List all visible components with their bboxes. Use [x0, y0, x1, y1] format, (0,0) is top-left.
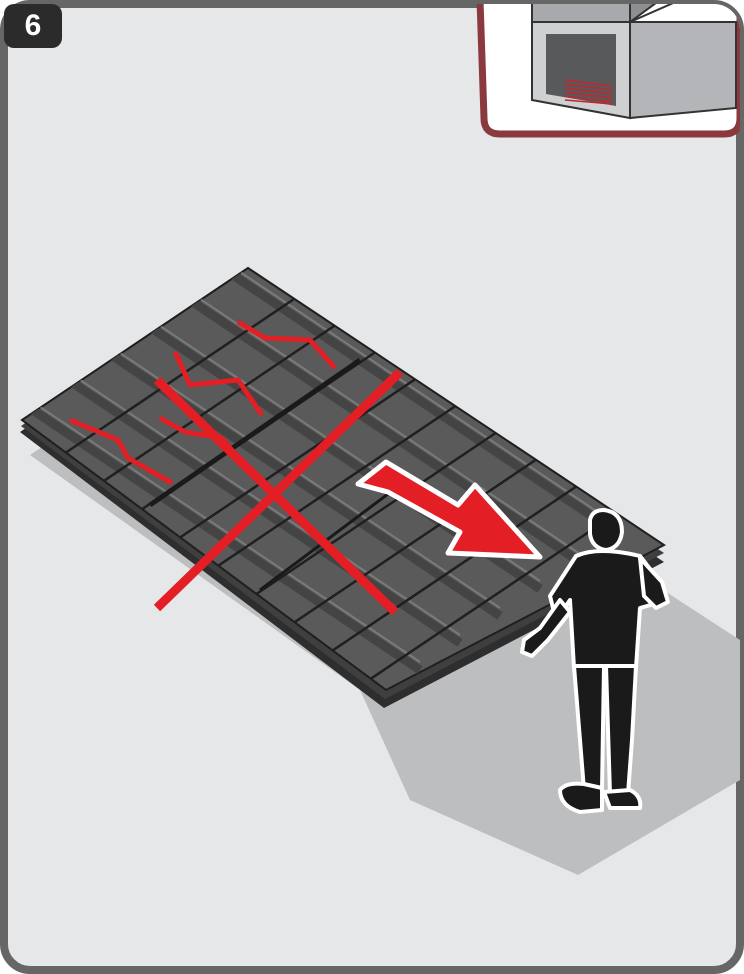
garage-storage-icon — [480, 0, 740, 134]
step-number-badge: 6 — [4, 4, 62, 48]
